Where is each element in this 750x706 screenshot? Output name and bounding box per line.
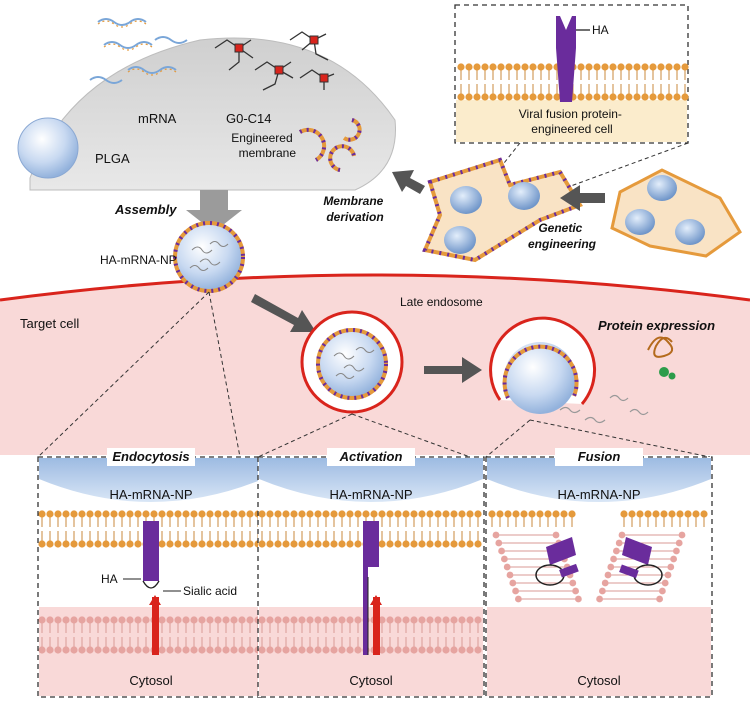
genetic-engineering-label: Genetic engineering	[528, 221, 597, 251]
cytosol-label: Cytosol	[349, 673, 392, 688]
assembly-label: Assembly	[114, 202, 177, 217]
viral-cell-label: Viral fusion protein- engineered cell	[519, 107, 626, 136]
viral-cell-inset: HA Viral fusion protein- engineered cell	[454, 4, 689, 144]
g0c14-label: G0-C14	[226, 111, 272, 126]
engineered-cells	[422, 157, 583, 263]
membrane-derivation-label: Membrane derivation	[323, 194, 386, 224]
ha-mrna-np-particle	[173, 221, 245, 293]
cytosol-label: Cytosol	[577, 673, 620, 688]
panel-np-label: HA-mRNA-NP	[329, 487, 412, 502]
sialic-acid-receptor	[373, 597, 380, 655]
late-endosome-2	[489, 316, 597, 414]
sialic-acid-receptor	[152, 597, 159, 655]
membrane-derivation-arrow	[392, 170, 425, 194]
genetic-engineering-arrow	[560, 185, 605, 211]
ribosome-protein	[647, 336, 676, 380]
zoom-lines	[37, 291, 711, 458]
native-cells	[610, 168, 742, 258]
cytosol-membrane	[258, 616, 482, 654]
ha-protein	[363, 521, 382, 655]
panel-title: Fusion	[578, 449, 621, 464]
protein-expression-label: Protein expression	[598, 318, 715, 333]
panel-title: Endocytosis	[112, 449, 189, 464]
ha-label: HA	[101, 572, 118, 586]
np-membrane	[258, 510, 482, 548]
ha-protein	[535, 537, 663, 586]
engineered-membrane-label: Engineered membrane	[231, 131, 296, 160]
plga-label: PLGA	[95, 151, 130, 166]
late-endosome-1	[300, 310, 404, 414]
panel-fusion: HA-mRNA-NP Cytosol Fusion	[485, 448, 713, 698]
mrna-label: mRNA	[138, 111, 177, 126]
activation-arrow	[424, 357, 482, 383]
panel-activation: HA-mRNA-NP Cytosol Activation	[257, 448, 485, 698]
target-cell-label: Target cell	[20, 316, 79, 331]
cytosol-membrane	[38, 616, 262, 654]
g0c14-cores	[234, 35, 329, 83]
sialic-acid-label: Sialic acid	[183, 584, 237, 598]
mrna-strands-orange	[97, 20, 177, 76]
released-mrna	[559, 394, 649, 424]
panel-title: Activation	[339, 449, 403, 464]
ha-mrna-np-label: HA-mRNA-NP	[100, 253, 177, 267]
mrna-strands	[89, 18, 188, 84]
engineered-membrane-fragments	[299, 118, 362, 172]
panel-np-label: HA-mRNA-NP	[109, 487, 192, 502]
cytosol-label: Cytosol	[129, 673, 172, 688]
plga-sphere	[17, 117, 79, 179]
entry-arrow	[251, 294, 316, 332]
ha-inset-label: HA	[592, 23, 609, 37]
ha-protein	[123, 521, 181, 655]
late-endosome-label: Late endosome	[400, 295, 483, 309]
np-membrane	[38, 510, 262, 548]
inset-connector-right	[559, 142, 689, 191]
inset-connector-left	[499, 142, 521, 169]
panel-np-label: HA-mRNA-NP	[557, 487, 640, 502]
